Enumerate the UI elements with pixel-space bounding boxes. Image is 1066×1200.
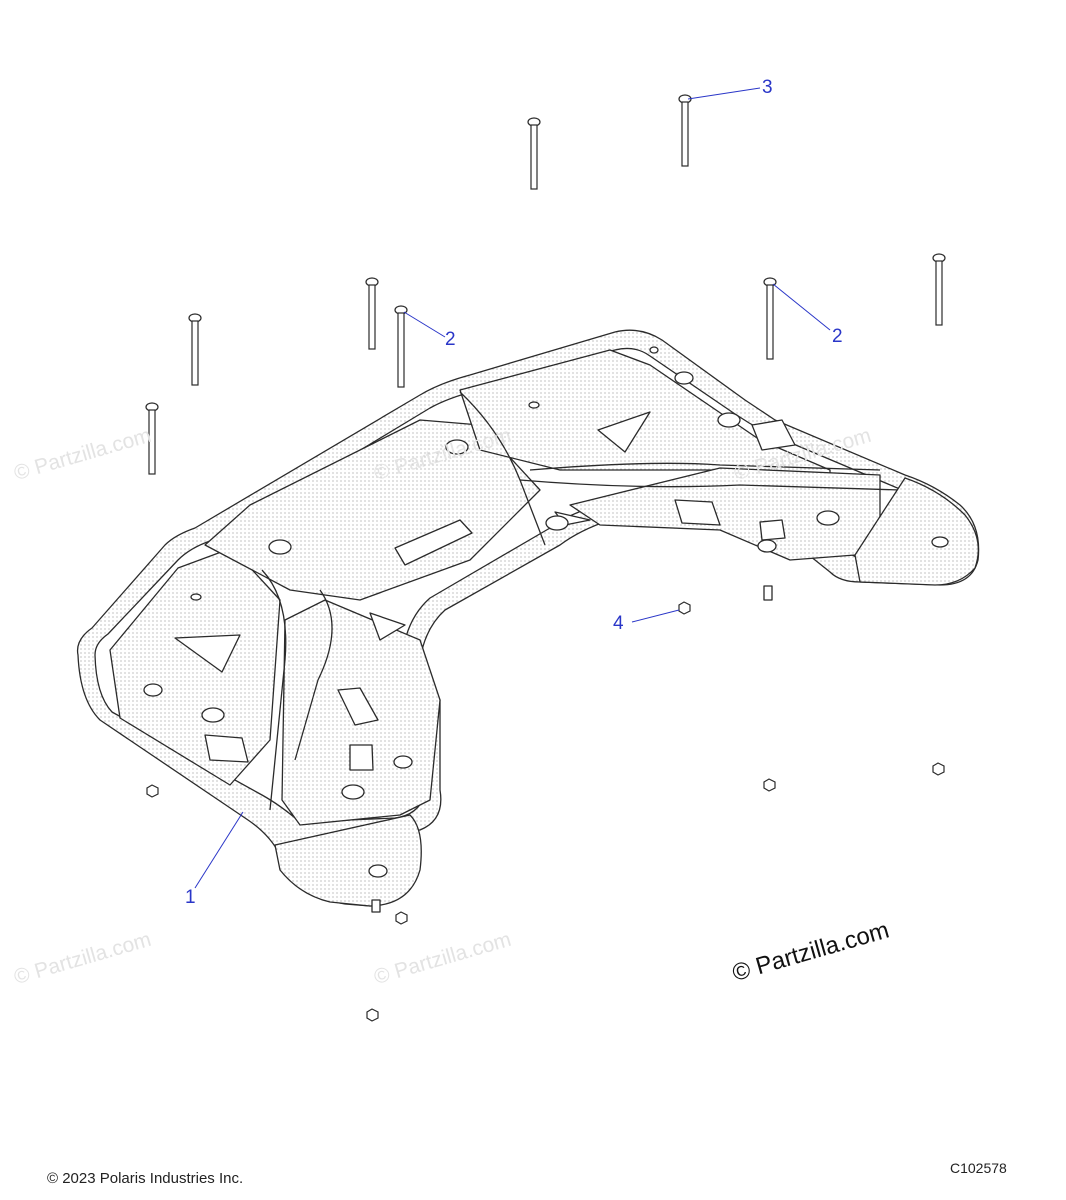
rack-hole	[201, 707, 225, 723]
bolt-part-2	[394, 305, 408, 388]
rack-hole	[757, 539, 777, 553]
rack-hole	[528, 401, 540, 409]
leader-line-2b	[772, 283, 831, 331]
rack-slot-cutout-1	[204, 734, 249, 763]
rack-hole	[190, 593, 202, 601]
rack-hole	[143, 683, 163, 697]
rack-hole	[674, 371, 694, 385]
nut	[763, 778, 776, 792]
callout-3: 3	[762, 77, 773, 98]
rack-slot-cutout-7	[759, 519, 786, 541]
bolts	[145, 94, 946, 475]
leader-line-1	[194, 811, 244, 889]
nuts	[146, 601, 945, 1022]
rack-hole	[268, 539, 292, 555]
rack-mount-stud	[371, 899, 381, 913]
rack-hole	[816, 510, 840, 526]
rack-cross-tube-2	[294, 589, 333, 761]
rack-mount-stud	[763, 585, 773, 601]
callout-2a: 2	[445, 329, 456, 350]
bolt	[188, 313, 202, 386]
bolt	[527, 117, 541, 190]
rack-hole	[545, 515, 569, 531]
rack-hole	[717, 412, 741, 428]
rack-slot-cutout-4	[674, 499, 721, 526]
nut	[366, 1008, 379, 1022]
bolt	[932, 253, 946, 326]
rack-hole	[445, 439, 469, 455]
callout-1: 1	[185, 887, 196, 908]
rack-frame	[76, 329, 980, 913]
bolt	[365, 277, 379, 350]
rack-hole	[931, 536, 949, 548]
nut	[146, 784, 159, 798]
rack-slot-cutout-2	[394, 519, 473, 566]
nut	[932, 762, 945, 776]
callout-4: 4	[613, 613, 624, 634]
bolt	[145, 402, 159, 475]
rack-hole	[393, 755, 413, 769]
rack-center-plate	[204, 419, 541, 601]
diagram-code: C102578	[950, 1160, 1007, 1176]
rack-slot-cutout-6	[349, 744, 374, 771]
rack-cross-tube-1	[261, 569, 287, 811]
rack-cross-tube-5	[519, 479, 901, 491]
leader-line-2a	[403, 311, 446, 338]
callout-2b: 2	[832, 326, 843, 347]
rack-end-cap-right	[854, 477, 979, 586]
rack-slot-cutout-5	[337, 687, 379, 726]
rack-hole	[368, 864, 388, 878]
rack-triangle-cutout-4	[369, 612, 406, 641]
rack-cross-tube-4	[529, 462, 881, 471]
rack-triangle-cutout-1	[174, 634, 241, 673]
leader-lines	[194, 87, 831, 889]
rack-hole	[341, 784, 365, 800]
leader-line-4	[631, 609, 680, 623]
bolt-part-3	[678, 94, 692, 167]
rack-left-plate	[109, 547, 281, 786]
nut	[395, 911, 408, 925]
rack-cross-tube-3	[459, 391, 546, 546]
bolt-part-2	[763, 277, 777, 360]
rack-triangle-cutout-2	[597, 411, 651, 453]
leader-line-3	[687, 87, 761, 100]
rack-slot-cutout-3	[751, 419, 796, 451]
nut-part-4	[678, 601, 691, 615]
rack-hole	[649, 346, 659, 354]
copyright-text: © 2023 Polaris Industries Inc.	[47, 1170, 244, 1187]
rack-end-cap-left	[274, 814, 422, 907]
